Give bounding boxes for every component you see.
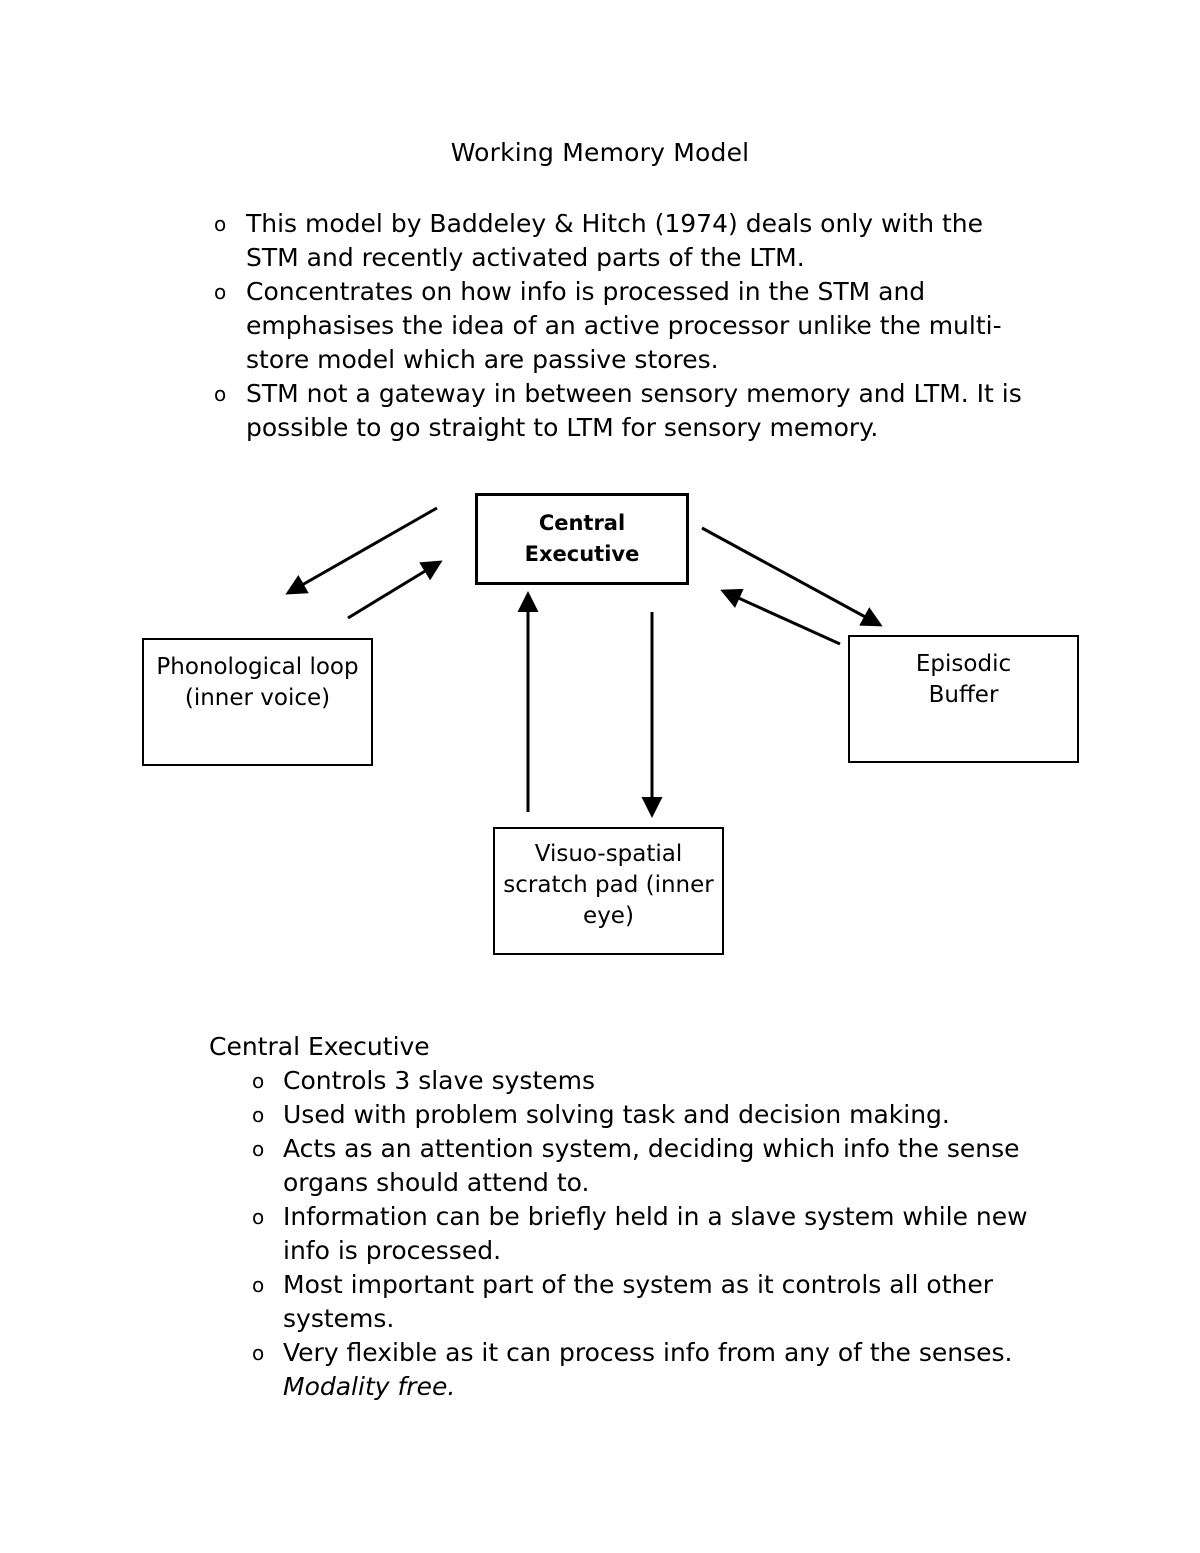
diagram-node-central-executive: Central Executive (475, 493, 689, 585)
list-item-text: Controls 3 slave systems (283, 1066, 596, 1095)
bullet-marker-icon: o (252, 1069, 265, 1093)
list-item: o This model by Baddeley & Hitch (1974) … (214, 207, 1034, 275)
node-label-line-1: Phonological loop (156, 654, 359, 680)
list-item-text: Acts as an attention system, deciding wh… (283, 1134, 1020, 1197)
arrow-ce-to-phonological-loop (285, 506, 438, 595)
list-item-text: Very flexible as it can process info fro… (283, 1338, 1013, 1367)
node-label-line-2: (inner voice) (184, 685, 331, 711)
page-title: Working Memory Model (450, 138, 750, 167)
node-label-line-1: Episodic (915, 651, 1012, 677)
diagram-arrows-layer (285, 506, 883, 818)
list-item: o Most important part of the system as i… (252, 1268, 1042, 1336)
node-label-line-2: Executive (524, 542, 640, 566)
list-item-text: STM not a gateway in between sensory mem… (246, 379, 1022, 442)
list-item: o Acts as an attention system, deciding … (252, 1132, 1042, 1200)
bullet-marker-icon: o (214, 280, 227, 304)
list-item-text: Information can be briefly held in a sla… (283, 1202, 1028, 1265)
bullet-marker-icon: o (214, 212, 227, 236)
arrow-phonological-loop-to-ce (347, 560, 443, 620)
diagram-node-visuospatial-scratch-pad: Visuo-spatial scratch pad (inner eye) (493, 827, 724, 955)
arrow-episodic-buffer-to-ce (720, 588, 841, 646)
bullet-marker-icon: o (252, 1341, 265, 1365)
node-label-line-2: scratch pad (inner (503, 872, 714, 898)
node-label-line-1: Visuo-spatial (534, 841, 683, 867)
node-label-line-1: Central (538, 511, 626, 535)
bullet-marker-icon: o (252, 1273, 265, 1297)
list-item: o STM not a gateway in between sensory m… (214, 377, 1034, 445)
section-heading-central-executive: Central Executive (209, 1032, 430, 1061)
list-item: o Concentrates on how info is processed … (214, 275, 1034, 377)
bullet-marker-icon: o (252, 1205, 265, 1229)
list-item-text: Concentrates on how info is processed in… (246, 277, 1002, 374)
node-label-line-3: eye) (583, 903, 634, 929)
list-item: o Information can be briefly held in a s… (252, 1200, 1042, 1268)
arrow-ce-to-episodic-buffer (701, 526, 883, 627)
bullet-marker-icon: o (252, 1137, 265, 1161)
central-executive-bullet-list: o Controls 3 slave systems o Used with p… (252, 1064, 1042, 1404)
intro-bullet-list: o This model by Baddeley & Hitch (1974) … (214, 207, 1034, 445)
list-item-text: Used with problem solving task and decis… (283, 1100, 950, 1129)
diagram-node-phonological-loop: Phonological loop (inner voice) (142, 638, 373, 766)
list-item-text: Most important part of the system as it … (283, 1270, 994, 1333)
list-item-text: This model by Baddeley & Hitch (1974) de… (246, 209, 984, 272)
diagram-node-episodic-buffer: Episodic Buffer (848, 635, 1079, 763)
bullet-marker-icon: o (252, 1103, 265, 1127)
working-memory-model-diagram: Central Executive Phonological loop (inn… (0, 470, 1200, 980)
list-item: o Controls 3 slave systems (252, 1064, 1042, 1098)
list-item: o Very flexible as it can process info f… (252, 1336, 1042, 1404)
list-item: o Used with problem solving task and dec… (252, 1098, 1042, 1132)
node-label-line-2: Buffer (928, 682, 999, 708)
list-item-note: Modality free. (283, 1372, 456, 1401)
bullet-marker-icon: o (214, 382, 227, 406)
